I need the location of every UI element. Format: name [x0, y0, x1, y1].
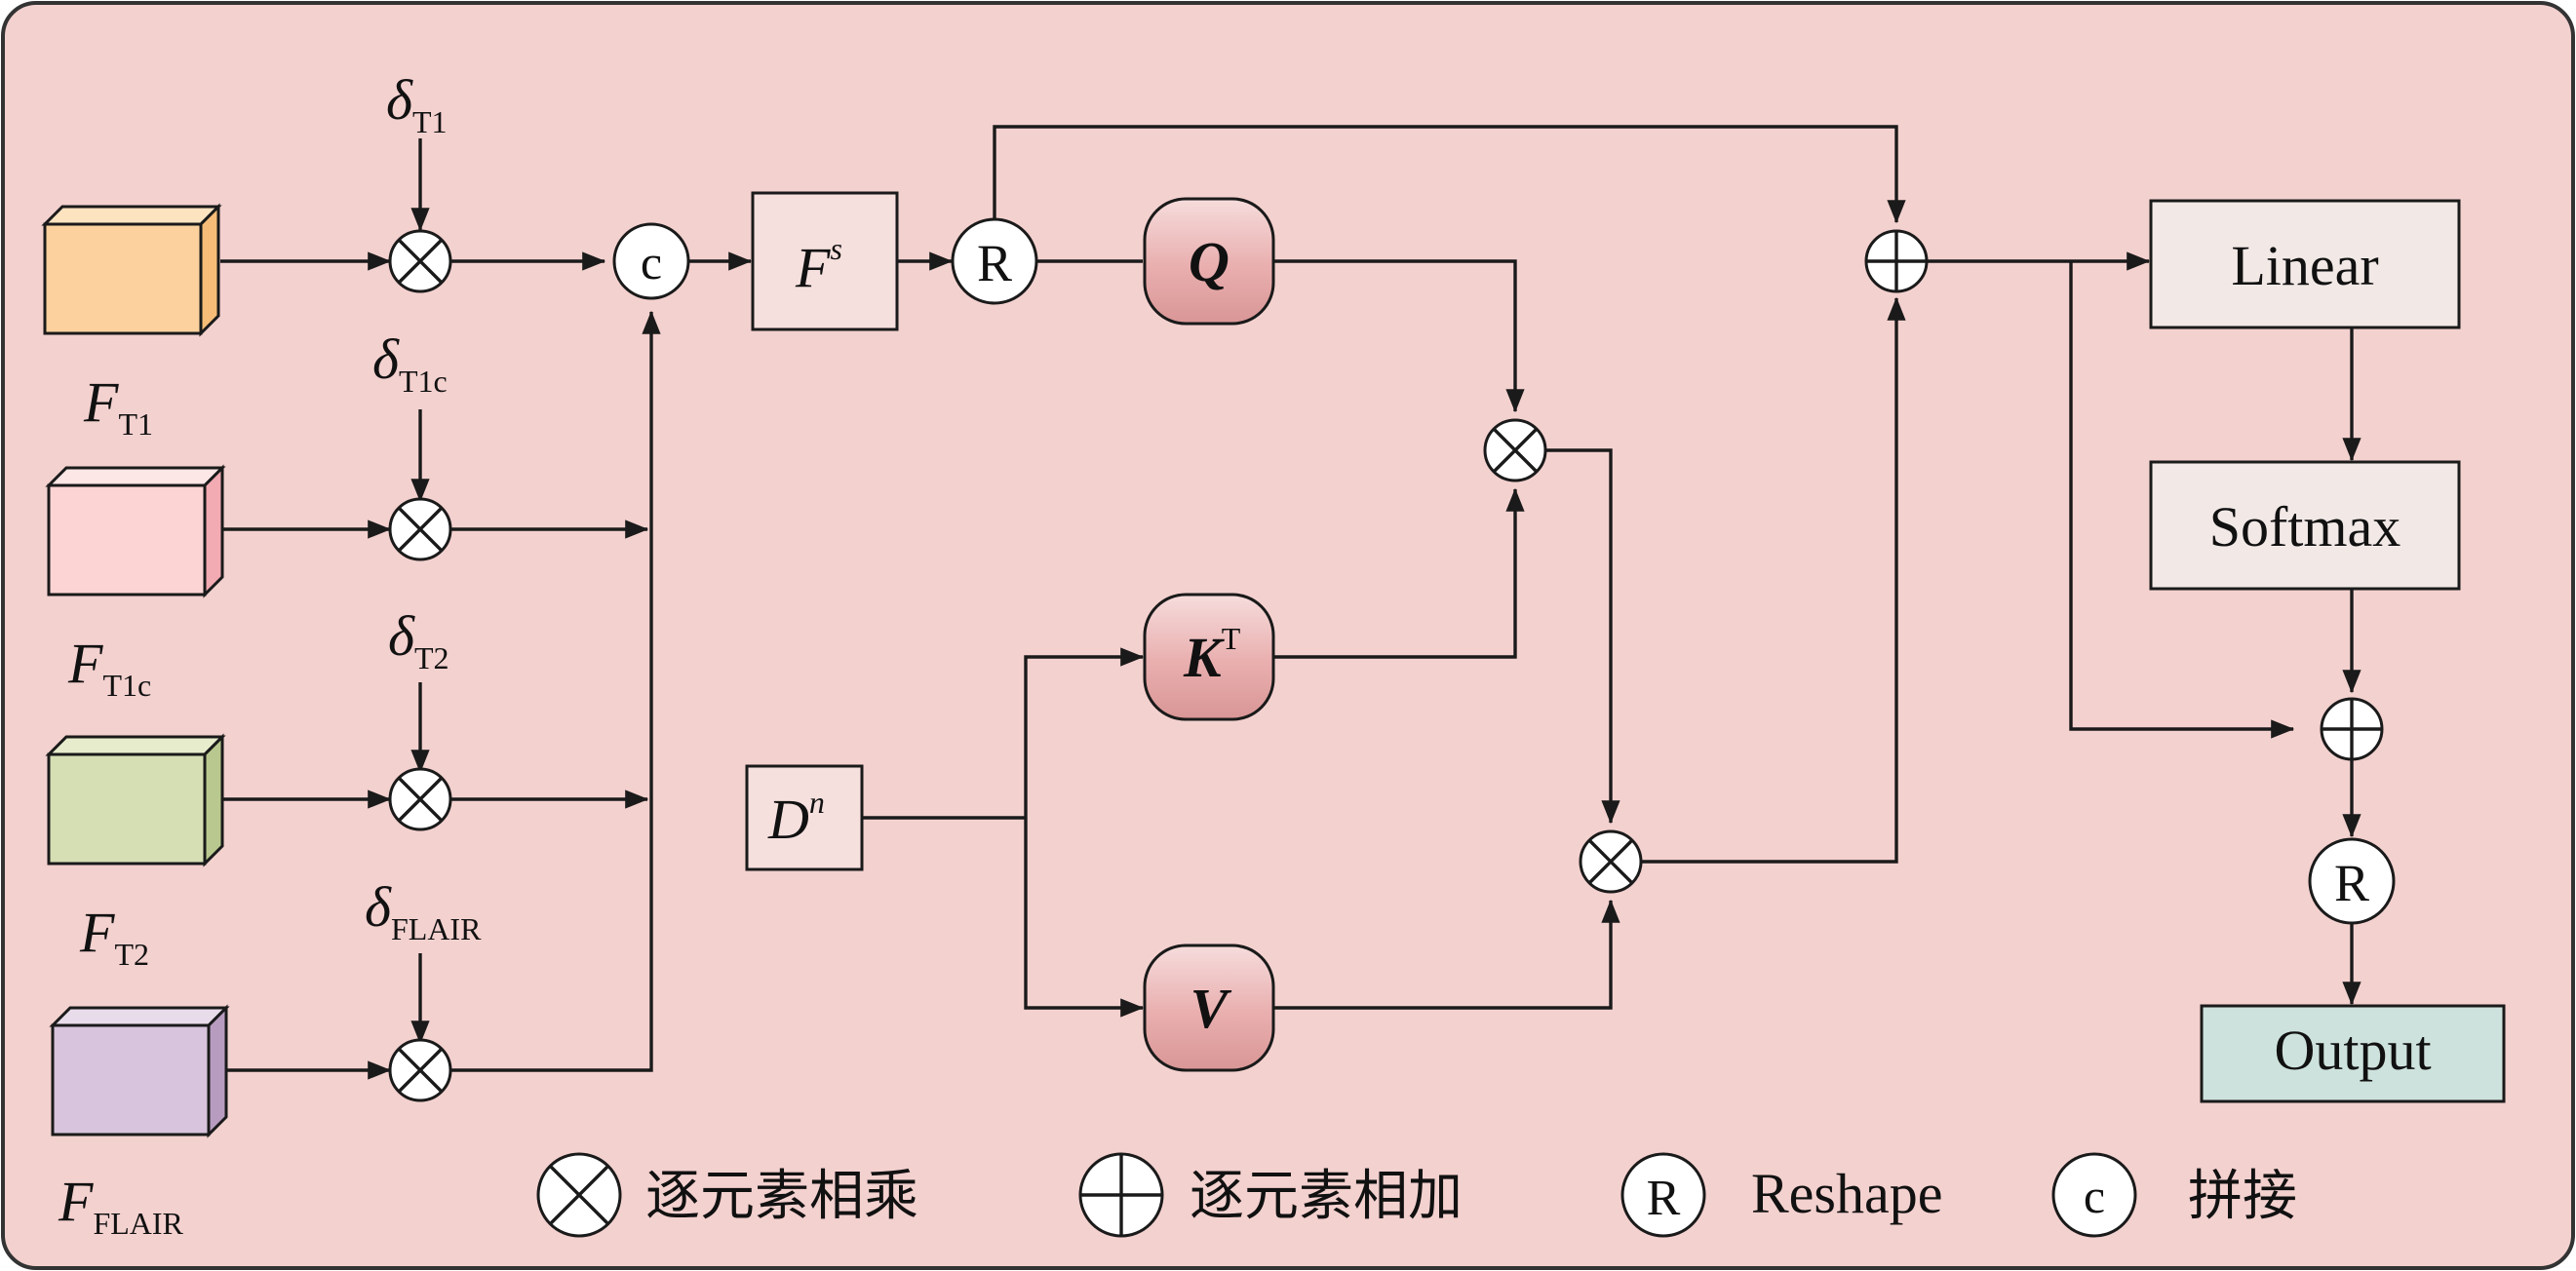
legend-concat-label: 拼接	[2188, 1167, 2297, 1227]
svg-text:Linear: Linear	[2231, 234, 2378, 297]
arrow-dn-v	[1024, 818, 1145, 1018]
add-icon	[1078, 1152, 1164, 1238]
input-label-flair: FFLAIR	[58, 1170, 184, 1241]
add-icon	[2320, 697, 2384, 761]
dn-box: Dn	[745, 764, 864, 871]
delta-label-t2: δT2	[388, 604, 449, 675]
input-label-t2: FT2	[79, 901, 149, 972]
svg-text:Dn: Dn	[767, 785, 825, 851]
concat-icon: c	[2051, 1152, 2137, 1238]
reshape-icon: R	[2308, 837, 2396, 925]
svg-text:c: c	[2084, 1169, 2105, 1223]
input-label-t1: FT1	[83, 370, 153, 442]
multiply-icon	[536, 1152, 622, 1238]
concat-icon: c	[612, 222, 690, 300]
svg-text:KT: KT	[1183, 621, 1241, 689]
add-icon	[1864, 229, 1929, 293]
v-block: V	[1143, 944, 1275, 1072]
reshape-icon: R	[1620, 1152, 1706, 1238]
q-block: Q	[1143, 197, 1275, 326]
multiply-icon	[1579, 829, 1643, 894]
softmax-box: Softmax	[2149, 460, 2461, 591]
input-cube-t1c	[45, 464, 226, 598]
delta-label-flair: δFLAIR	[365, 875, 482, 946]
svg-text:R: R	[977, 234, 1012, 292]
delta-label-t1: δT1	[386, 68, 448, 139]
multiply-icon	[388, 229, 452, 293]
linear-box: Linear	[2149, 199, 2461, 329]
residual-branch	[2069, 261, 2295, 739]
fs-box: Fs	[751, 191, 899, 331]
output-box: Output	[2200, 1004, 2506, 1103]
svg-text:R: R	[1647, 1171, 1681, 1226]
arrow-q-multiply	[1273, 259, 1525, 413]
multiply-icon	[388, 497, 452, 561]
legend: 逐元素相乘 逐元素相加 R Reshape c 拼接	[536, 1152, 2297, 1238]
delta-label-t1c: δT1c	[372, 327, 448, 399]
svg-text:Fs: Fs	[795, 231, 842, 299]
input-cube-flair	[49, 1004, 230, 1138]
multiply-icon	[1483, 418, 1547, 482]
input-cube-t1	[41, 203, 222, 337]
arrow-multiply-plus	[1641, 296, 1906, 864]
svg-text:c: c	[641, 235, 662, 289]
svg-text:Output: Output	[2274, 1019, 2431, 1082]
multiply-icon	[388, 1038, 452, 1102]
svg-text:V: V	[1190, 977, 1232, 1040]
svg-text:Q: Q	[1189, 230, 1229, 293]
bus-line	[450, 310, 661, 1072]
svg-text:R: R	[2334, 854, 2369, 912]
legend-add-label: 逐元素相加	[1190, 1167, 1463, 1227]
legend-multiply-label: 逐元素相乘	[645, 1167, 918, 1227]
k-block: KT	[1143, 593, 1275, 721]
arrow-qk-multiply-lower	[1545, 448, 1620, 825]
reshape-icon: R	[951, 217, 1038, 305]
multiply-icon	[388, 767, 452, 831]
svg-text:Softmax: Softmax	[2209, 495, 2401, 558]
arrow-dn-k	[1024, 647, 1145, 818]
input-cube-t2	[45, 733, 226, 867]
arrow-k-multiply	[1273, 487, 1525, 659]
input-label-t1c: FT1c	[67, 632, 151, 703]
arrow-v-multiply	[1273, 899, 1620, 1010]
legend-reshape-label: Reshape	[1751, 1162, 1943, 1225]
skip-connection	[993, 125, 1906, 224]
